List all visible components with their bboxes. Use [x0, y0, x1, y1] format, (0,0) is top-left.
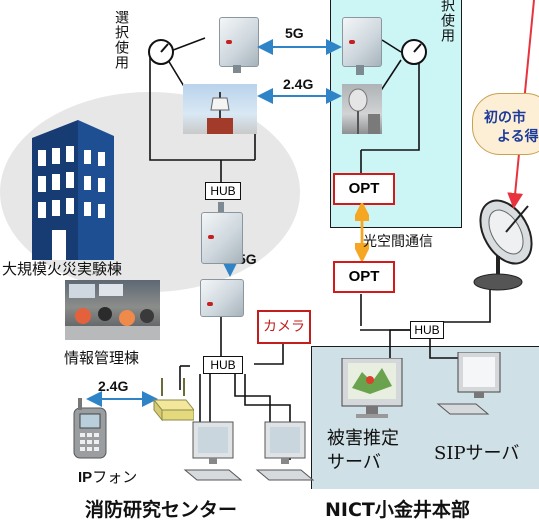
opt-unit-upper: OPT: [333, 173, 395, 205]
building-icon: [32, 120, 114, 260]
antenna-mast: [233, 65, 241, 73]
pc-right: [255, 421, 315, 481]
link-label-2.4g-phone: 2.4G: [98, 378, 129, 394]
select-use-label-left: 選択使用: [113, 10, 129, 70]
optical-link-arrow: [355, 203, 369, 261]
satellite-dish-icon: [473, 199, 533, 291]
site-label-fire-research-center: 消防研究センター: [85, 499, 238, 521]
ip-phone-label-rest: フォン: [92, 468, 138, 486]
antenna-mast: [218, 202, 224, 212]
antenna-5g-upper-relay: [201, 212, 243, 264]
selector-dial-left: [148, 39, 174, 65]
damage-estimation-server-icon: [341, 358, 403, 418]
camera-box: カメラ: [257, 310, 311, 344]
optical-communication-label: 光空間通信: [363, 234, 433, 250]
link-label-5g-top: 5G: [285, 25, 304, 41]
ip-phone-icon: [73, 398, 107, 459]
damage-server-label-line1: 被害推定: [327, 428, 399, 449]
link-label-2.4g-top: 2.4G: [283, 76, 314, 92]
access-point-icon: [152, 378, 194, 422]
antenna-5g-fire-side: [219, 17, 259, 67]
sip-server-label: SIPサーバ: [434, 443, 520, 464]
damage-server-label: 被害推定 サーバ: [327, 427, 399, 475]
antenna-photo-2.4g-fire-side: [183, 84, 257, 134]
control-room-photo: [65, 280, 160, 340]
callout-line2: よる得: [497, 129, 539, 145]
hub-lower: HUB: [203, 356, 243, 374]
hub-nict: HUB: [410, 321, 444, 339]
antenna-5g-nict-side: [342, 17, 382, 67]
opt-unit-lower: OPT: [333, 261, 395, 293]
ip-phone-label-bold: IP: [78, 469, 93, 486]
antenna-5g-lower-relay: [200, 279, 244, 317]
selector-dial-right: [401, 39, 427, 65]
hub-upper: HUB: [205, 182, 241, 200]
building-info-management-label: 情報管理棟: [64, 349, 140, 367]
damage-server-label-line2: サーバ: [327, 452, 381, 473]
select-use-label-right: 択使用: [439, 0, 455, 43]
callout-line1: 初の市: [484, 110, 526, 126]
ip-phone-label: IPフォン: [78, 466, 137, 487]
site-label-nict-koganei: NICT小金井本部: [325, 499, 470, 521]
pc-left: [183, 421, 243, 481]
building-fire-experiment-label: 大規模火災実験棟: [2, 260, 123, 278]
antenna-photo-2.4g-nict-side: [342, 84, 382, 134]
callout-box: [472, 93, 539, 155]
antenna-mast: [356, 65, 364, 75]
sip-server-icon: [436, 352, 501, 415]
